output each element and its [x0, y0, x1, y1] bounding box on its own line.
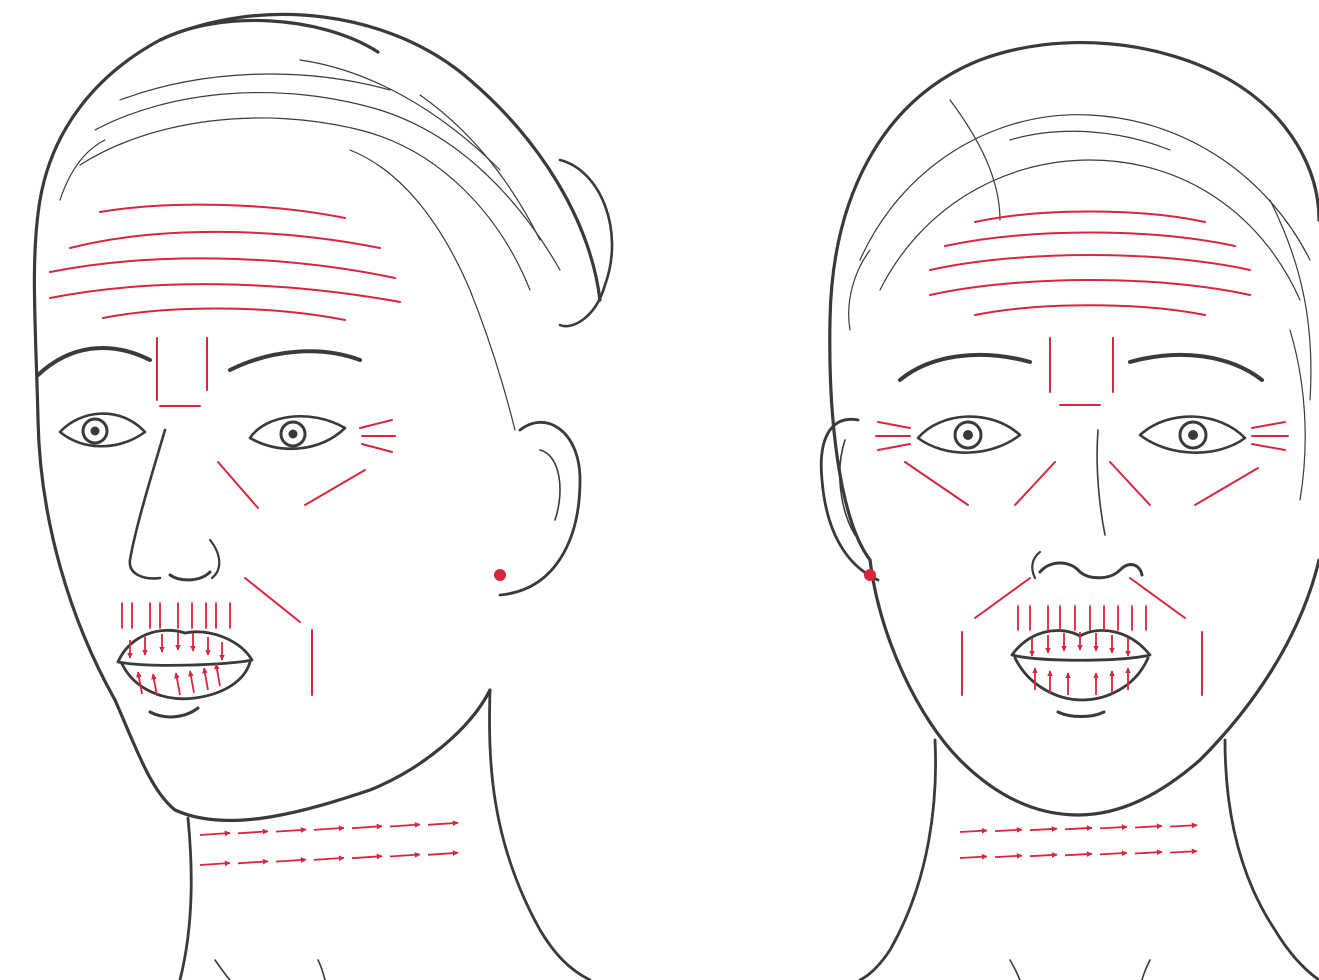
- crows-feet-line: [1252, 422, 1285, 428]
- neck-arrow: [200, 863, 230, 865]
- neck-arrow: [238, 861, 268, 863]
- neck-arrow: [960, 831, 987, 833]
- face-three-quarter-view: [34, 14, 612, 980]
- eye-crows-feet-lines: [876, 422, 1288, 450]
- forehead-line: [103, 308, 345, 320]
- massage-lines: [50, 205, 458, 865]
- cheek-line: [245, 578, 300, 622]
- facial-features: [900, 355, 1262, 717]
- forehead-lines: [930, 212, 1250, 316]
- eye-crows-feet-lines: [360, 420, 395, 452]
- ear-pressure-point-icon: [864, 569, 876, 581]
- forehead-line: [70, 232, 380, 248]
- neck-arrow: [428, 823, 458, 825]
- crows-feet-line: [878, 422, 910, 428]
- lower-lip-arrow: [190, 671, 194, 693]
- neck-arrow: [1170, 825, 1197, 827]
- cheek-line: [975, 578, 1030, 618]
- cheek-line: [1195, 468, 1258, 505]
- face-outline: [34, 14, 612, 980]
- neck-arrow: [390, 825, 420, 827]
- ear-pressure-point-icon: [494, 569, 506, 581]
- neck-arrow: [1065, 828, 1092, 830]
- forehead-line: [975, 305, 1205, 315]
- neck-arrow: [276, 830, 306, 832]
- cheek-line: [905, 462, 968, 505]
- neck-arrow: [1135, 826, 1162, 828]
- neck-arrow: [1065, 854, 1092, 856]
- crows-feet-line: [360, 420, 392, 428]
- forehead-line: [50, 258, 395, 278]
- forehead-line: [975, 212, 1205, 223]
- neck-arrow: [352, 826, 382, 828]
- crows-feet-line: [878, 444, 910, 450]
- upper-lip-vertical-lines: [122, 603, 230, 628]
- crows-feet-line: [1252, 444, 1285, 450]
- neck-arrow: [1100, 827, 1127, 829]
- hair-strands: [60, 60, 560, 430]
- cheek-lines: [218, 462, 365, 695]
- neck-arrow: [276, 860, 306, 862]
- neck-arrow: [1100, 853, 1127, 855]
- upper-lip-vertical-lines: [1018, 606, 1146, 630]
- cheek-line: [1015, 462, 1055, 505]
- neck-arrows: [200, 823, 458, 865]
- neck-arrows: [960, 825, 1197, 858]
- glabella-lines: [157, 338, 207, 406]
- lower-lip-arrow: [204, 668, 208, 690]
- cheek-line: [218, 462, 258, 508]
- forehead-line: [930, 280, 1250, 295]
- lower-lip-arrow: [216, 664, 220, 686]
- forehead-line: [50, 284, 400, 302]
- upper-lip-arrows: [1032, 632, 1128, 656]
- neck-arrow: [238, 831, 268, 833]
- cheek-line: [1130, 578, 1185, 618]
- forehead-line: [945, 233, 1235, 247]
- neck-arrow: [428, 853, 458, 855]
- neck-arrow: [200, 833, 230, 835]
- glabella-lines: [1050, 338, 1113, 405]
- neck-arrow: [995, 856, 1022, 858]
- neck-arrow: [314, 858, 344, 860]
- neck-arrow: [960, 857, 987, 859]
- neck-arrow: [1030, 829, 1057, 831]
- neck-arrow: [314, 828, 344, 830]
- forehead-lines: [50, 205, 400, 320]
- neck-arrow: [352, 856, 382, 858]
- forehead-line: [930, 255, 1250, 270]
- face-front-view: [821, 43, 1319, 980]
- lower-lip-arrow: [176, 673, 180, 695]
- neck-arrow: [995, 830, 1022, 832]
- neck-arrow: [390, 855, 420, 857]
- cheek-line: [1110, 462, 1150, 505]
- neck-arrow: [1030, 855, 1057, 857]
- crows-feet-line: [362, 444, 392, 452]
- forehead-line: [100, 205, 345, 218]
- neck-arrow: [1135, 852, 1162, 854]
- neck-arrow: [1170, 851, 1197, 853]
- cheek-line: [305, 470, 365, 505]
- face-outline: [821, 43, 1319, 980]
